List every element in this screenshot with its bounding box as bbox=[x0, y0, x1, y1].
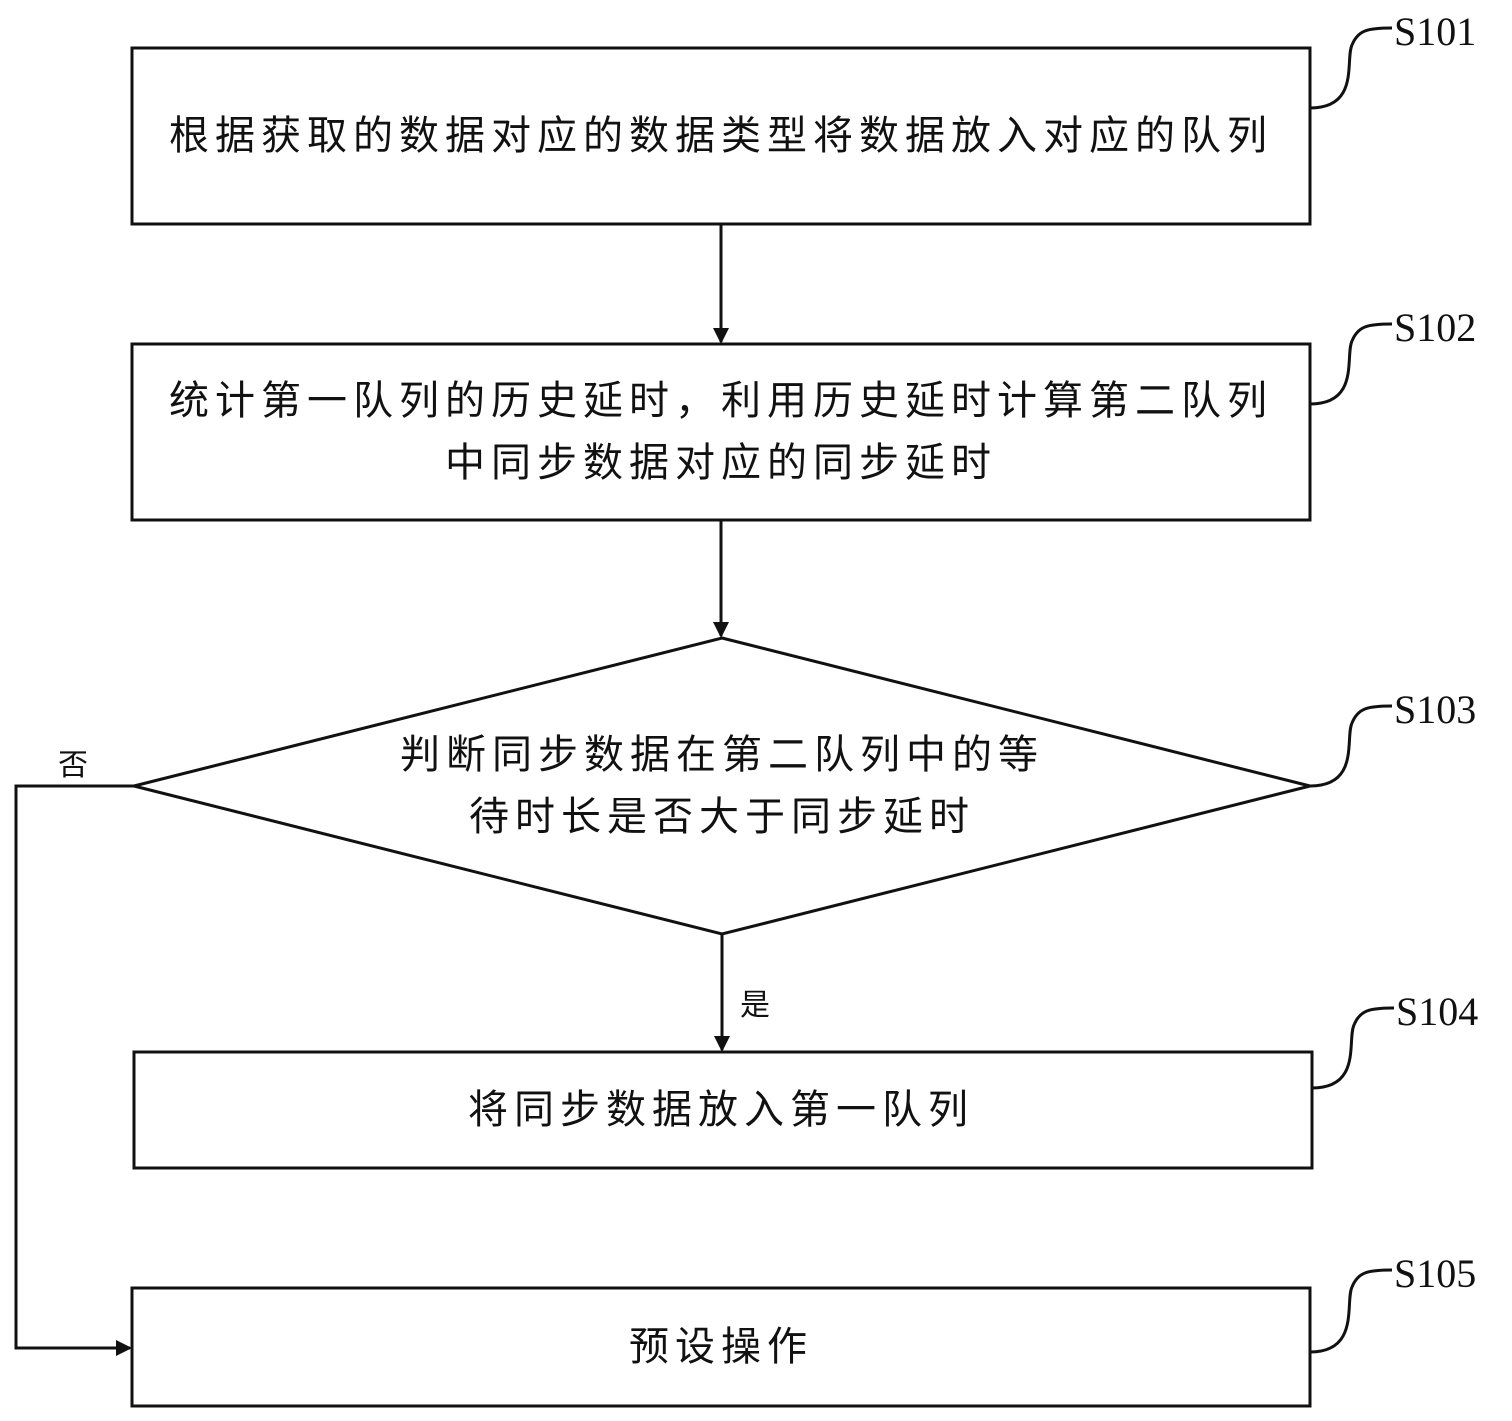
connector-s101 bbox=[1309, 26, 1393, 110]
step-text-s105: 预设操作 bbox=[629, 1324, 813, 1370]
step-text-s104: 将同步数据放入第一队列 bbox=[468, 1087, 974, 1133]
connector-s104 bbox=[1311, 1006, 1395, 1090]
connector-s105 bbox=[1309, 1268, 1393, 1354]
decision-text-s103: 判断同步数据在第二队列中的等待时长是否大于同步延时 bbox=[400, 732, 1044, 840]
step-box-s101 bbox=[130, 46, 1312, 226]
step-box-s102 bbox=[130, 342, 1312, 522]
step-label-s104: S104 bbox=[1396, 989, 1479, 1034]
branch-label-no: 否 bbox=[58, 748, 88, 783]
step-box-s105 bbox=[130, 1286, 1312, 1408]
step-label-s101: S101 bbox=[1394, 9, 1477, 54]
step-label-s105: S105 bbox=[1394, 1251, 1477, 1296]
step-box-s104 bbox=[132, 1050, 1314, 1170]
step-text-s101: 根据获取的数据对应的数据类型将数据放入对应的队列 bbox=[169, 113, 1273, 159]
step-text-s102: 统计第一队列的历史延时，利用历史延时计算第二队列中同步数据对应的同步延时 bbox=[169, 378, 1273, 486]
arrow-no-to-s105 bbox=[14, 784, 134, 1356]
connector-s103 bbox=[1309, 704, 1393, 788]
branch-label-yes: 是 bbox=[740, 988, 770, 1023]
connector-s102 bbox=[1309, 322, 1393, 406]
step-label-s102: S102 bbox=[1394, 305, 1477, 350]
step-label-s103: S103 bbox=[1394, 687, 1477, 732]
